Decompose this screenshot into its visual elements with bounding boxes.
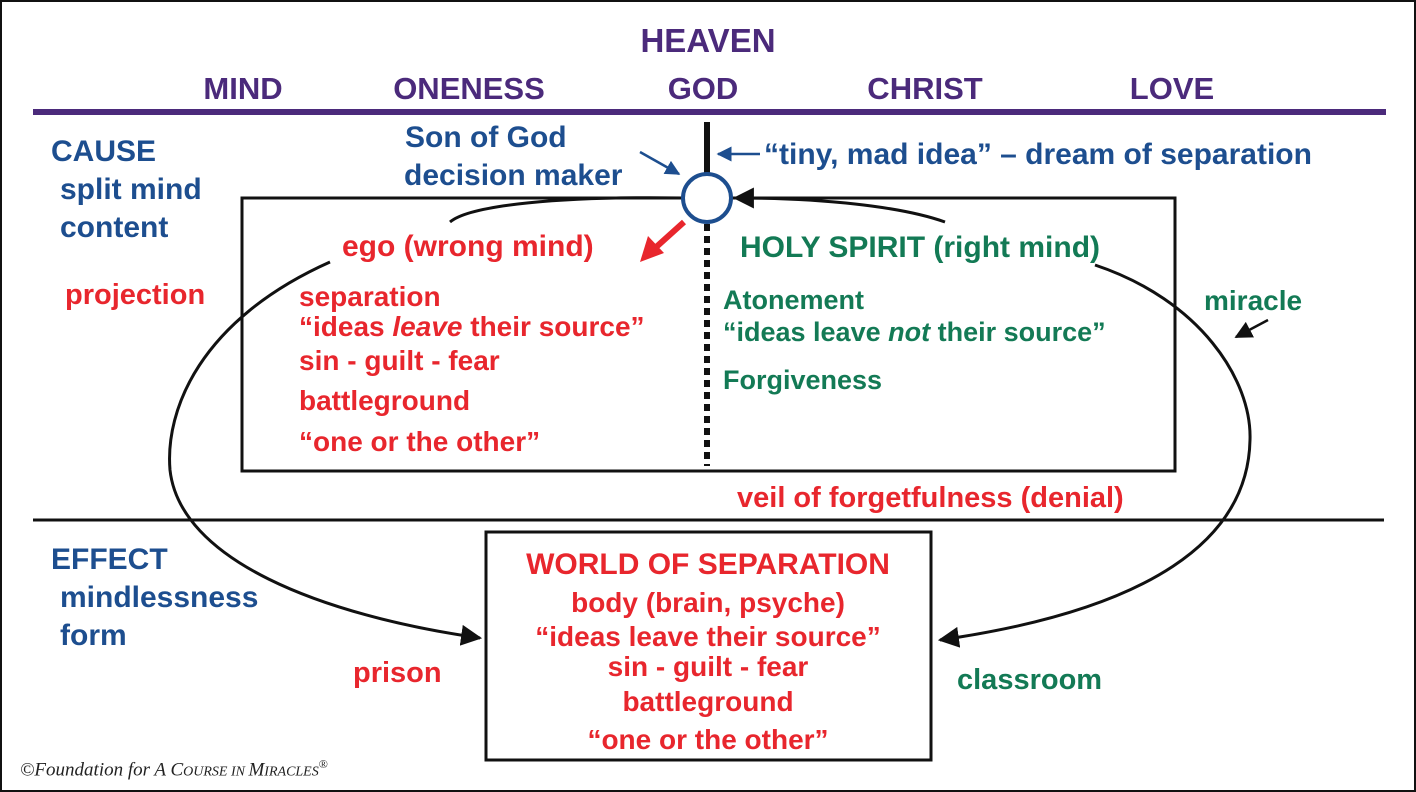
copyright-prefix: ©Foundation for A: [20, 759, 171, 781]
ego-separation: separation: [299, 281, 441, 312]
ego-ideas-emphasis: leave: [392, 311, 463, 342]
cause-heading: CAUSE: [51, 135, 157, 168]
hs-ideas-leave-not: “ideas leave not their source”: [723, 319, 1106, 346]
decision-maker-circle: [681, 172, 733, 224]
world-one-or-other: “one or the other”: [587, 724, 829, 755]
ego-one-or-other: “one or the other”: [299, 426, 541, 457]
copyright-iracles: IRACLES: [264, 764, 319, 780]
effect-heading: EFFECT: [51, 543, 168, 576]
copyright-notice: ©Foundation for A COURSE IN MIRACLES®: [20, 757, 328, 781]
attribute-mind: MIND: [203, 71, 283, 106]
ego-choice-arrow-head: [640, 236, 664, 262]
ego-ideas-prefix: “ideas: [299, 311, 393, 342]
ego-ideas-leave: “ideas leave their source”: [299, 313, 645, 341]
ego-ideas-suffix: their source”: [462, 311, 645, 342]
world-ideas-leave: “ideas leave their source”: [535, 621, 881, 652]
attribute-christ: CHRIST: [867, 71, 983, 106]
effect-mindlessness: mindlessness: [60, 581, 259, 614]
world-box: [484, 530, 933, 762]
holy-spirit-arc-top: [732, 187, 946, 224]
cause-content: content: [60, 211, 169, 244]
decision-maker-pointer: [639, 150, 681, 176]
holy-spirit-heading: HOLY SPIRIT (right mind): [740, 231, 1101, 264]
ego-arc-top: [449, 196, 686, 224]
decision-maker-label: decision maker: [404, 159, 623, 192]
classroom-label: classroom: [957, 664, 1103, 696]
son-of-god-label: Son of God: [405, 121, 567, 154]
world-sin-guilt-fear: sin - guilt - fear: [607, 651, 809, 682]
copyright-c: C: [170, 759, 184, 781]
attribute-love: LOVE: [1129, 71, 1215, 106]
ego-choice-arrow-shaft: [651, 219, 687, 252]
ego-heading: ego (wrong mind): [342, 230, 594, 263]
miracle-pointer: [1234, 318, 1269, 339]
ego-sin-guilt-fear: sin - guilt - fear: [299, 345, 500, 376]
miracle-label: miracle: [1204, 285, 1303, 316]
projection-label: projection: [65, 279, 206, 311]
cause-split-mind: split mind: [60, 173, 202, 206]
hs-ideas-prefix: “ideas leave: [723, 317, 889, 347]
heaven-title: HEAVEN: [640, 22, 776, 59]
copyright-m: M: [248, 759, 265, 781]
registered-mark: ®: [318, 757, 328, 771]
world-heading: WORLD OF SEPARATION: [526, 548, 890, 581]
copyright-in: IN: [227, 764, 249, 780]
attribute-god: GOD: [667, 71, 739, 106]
miracle-arc: [937, 263, 1252, 648]
tiny-mad-idea-label: “tiny, mad idea” – dream of separation: [764, 138, 1312, 171]
hs-forgiveness: Forgiveness: [723, 365, 883, 395]
hs-ideas-suffix: their source”: [930, 317, 1106, 347]
world-battleground: battleground: [622, 686, 794, 717]
prison-label: prison: [353, 657, 442, 689]
hs-atonement: Atonement: [723, 285, 864, 315]
attribute-oneness: ONENESS: [393, 71, 545, 106]
hs-ideas-emphasis: not: [888, 317, 931, 347]
projection-arc: [168, 260, 483, 646]
world-body: body (brain, psyche): [571, 587, 845, 618]
ego-battleground: battleground: [299, 385, 471, 416]
copyright-ourse: OURSE: [183, 764, 228, 780]
veil-of-forgetfulness-label: veil of forgetfulness (denial): [737, 482, 1124, 514]
effect-form: form: [60, 619, 127, 652]
